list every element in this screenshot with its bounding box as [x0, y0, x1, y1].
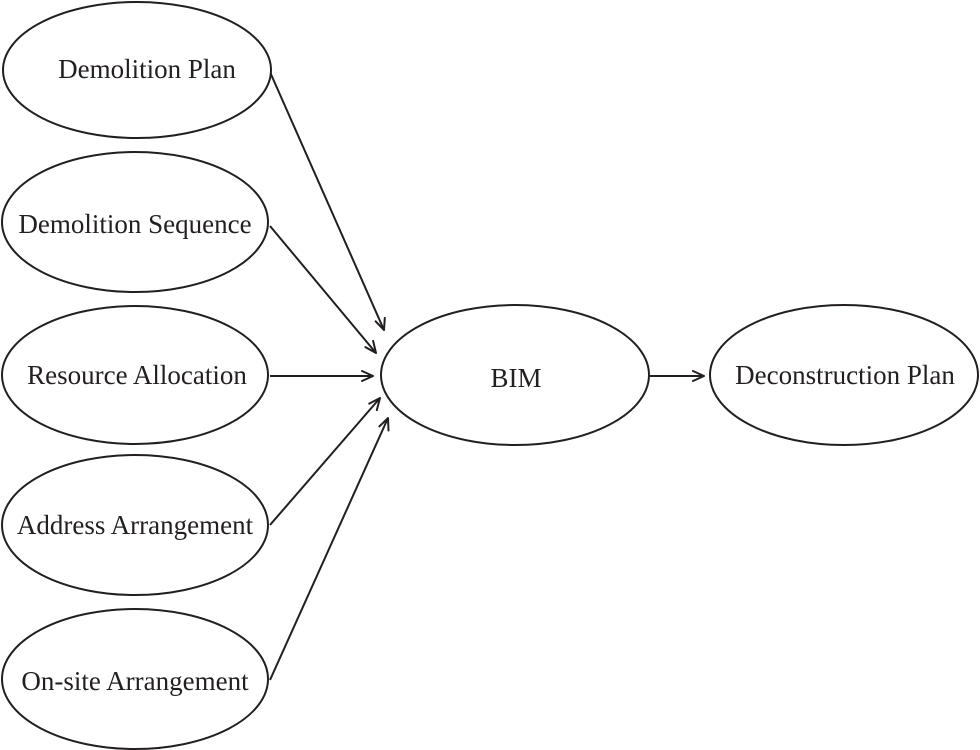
node-ellipse [709, 304, 979, 446]
node-label: On-site Arrangement [21, 666, 249, 696]
node-address-arrangement: Address Arrangement [1, 454, 269, 596]
node-label: Demolition Plan [58, 54, 236, 84]
node-ellipse [380, 304, 650, 446]
node-resource-allocation: Resource Allocation [1, 305, 269, 445]
edges [269, 71, 705, 681]
edge-address-arrangement-to-bim [269, 397, 381, 526]
edge-line [269, 225, 377, 354]
edge-bim-to-deconstruction-plan [650, 370, 705, 382]
node-ellipse [2, 1, 272, 139]
node-ellipse [1, 608, 269, 750]
edge-demolition-sequence-to-bim [269, 225, 377, 354]
arrowhead-icon [692, 370, 705, 382]
edge-demolition-plan-to-bim [269, 71, 386, 331]
arrowhead-icon [368, 397, 381, 412]
edge-onsite-arrangement-to-bim [269, 417, 390, 681]
node-ellipse [1, 151, 269, 293]
node-bim: BIM [380, 304, 650, 446]
node-deconstruction-plan: Deconstruction Plan [709, 304, 979, 446]
arrowhead-icon [374, 316, 386, 331]
node-label: Resource Allocation [27, 360, 247, 390]
node-label: Demolition Sequence [18, 209, 251, 239]
node-ellipse [1, 305, 269, 445]
node-demolition-plan: Demolition Plan [2, 1, 272, 139]
edge-resource-allocation-to-bim [270, 370, 374, 382]
edge-line [269, 397, 381, 526]
edge-line [269, 71, 385, 331]
node-label: Address Arrangement [17, 510, 254, 540]
arrowhead-icon [378, 417, 390, 432]
edge-line [269, 417, 389, 681]
node-demolition-sequence: Demolition Sequence [1, 151, 269, 293]
node-label: BIM [490, 363, 541, 393]
node-ellipse [1, 454, 269, 596]
node-label: Deconstruction Plan [735, 360, 955, 390]
arrowhead-icon [364, 339, 377, 354]
node-onsite-arrangement: On-site Arrangement [1, 608, 269, 750]
arrowhead-icon [361, 370, 374, 382]
